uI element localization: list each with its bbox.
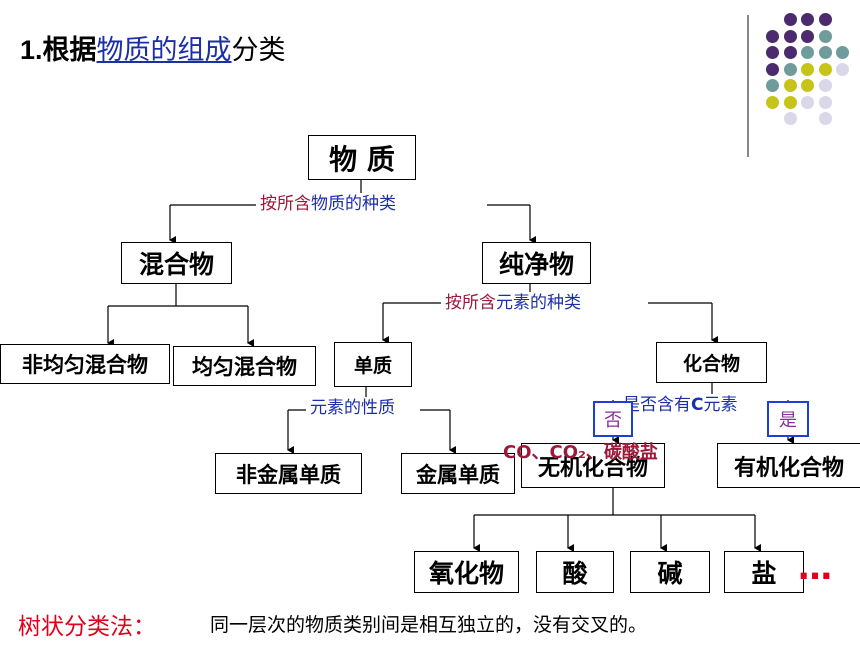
decorative-dot (818, 62, 832, 76)
page-title: 1.根据物质的组成分类 (20, 28, 286, 67)
decorative-dot (783, 79, 797, 92)
node-pure-substance: 纯净物 (482, 242, 591, 284)
criterion-by-substance-kind: 按所含物质的种类 (256, 193, 400, 215)
exception-note-label: CO、CO₂、碳酸盐 (503, 442, 658, 463)
node-inorganic-compound: 无机化合物 (521, 443, 665, 488)
title-link[interactable]: 物质的组成 (96, 35, 232, 65)
node-homogeneous-mixture: 均匀混合物 (173, 346, 316, 386)
criterion-element-property: 元素的性质 (306, 397, 399, 419)
title-prefix: 1.根据 (20, 35, 97, 65)
decorative-dot (818, 46, 832, 59)
criterion-by-element-kind: 按所含元素的种类 (441, 292, 585, 314)
node-nonmetal-element-label: 非金属单质 (236, 462, 341, 487)
footer-method: 树状分类法： (18, 607, 156, 641)
decorative-dot (818, 112, 832, 125)
node-acid: 酸 (536, 551, 614, 593)
decorative-dot (801, 46, 814, 59)
more-categories-ellipsis: … (798, 548, 834, 588)
node-homogeneous-mixture-label: 均匀混合物 (192, 355, 297, 379)
node-mixture: 混合物 (121, 242, 232, 284)
criterion-contains-carbon: 是否含有C元素 (623, 394, 738, 416)
node-nonmetal-element: 非金属单质 (215, 453, 362, 494)
decorative-dot (766, 79, 779, 92)
node-heterogeneous-mixture-label: 非均匀混合物 (22, 353, 148, 377)
decorative-dot (801, 29, 814, 43)
node-salt: 盐 (724, 551, 804, 593)
decorative-dot (783, 13, 797, 26)
more-categories-ellipsis-label: … (798, 548, 834, 588)
node-organic-compound-label: 有机化合物 (733, 455, 844, 481)
decorative-dot (766, 46, 779, 59)
footer-method-label: 树状分类法： (18, 614, 156, 640)
node-acid-label: 酸 (562, 559, 588, 588)
node-metal-element-label: 金属单质 (416, 462, 500, 487)
criterion-element-property-label: 元素的性质 (310, 398, 395, 418)
criterion-by-substance-kind-prefix: 按所含 (260, 194, 311, 214)
criterion-by-element-kind-prefix: 按所含 (445, 293, 496, 313)
decorative-dot (818, 13, 832, 26)
node-element: 单质 (334, 342, 412, 387)
flag-no: 否 (593, 401, 633, 437)
decorative-vertical-rule (747, 15, 749, 157)
decorative-dot (801, 13, 814, 26)
decorative-dot (783, 95, 797, 109)
decorative-dot (818, 29, 832, 43)
node-substance: 物 质 (308, 135, 416, 180)
criterion-contains-carbon-a: 是否含有 (623, 395, 691, 415)
decorative-dot (783, 112, 797, 125)
footer-description: 同一层次的物质类别间是相互独立的，没有交叉的。 (210, 610, 647, 637)
decorative-dot (766, 29, 779, 43)
criterion-by-element-kind-rest: 元素的种类 (496, 293, 581, 313)
criterion-contains-carbon-c: 元素 (703, 395, 738, 415)
node-mixture-label: 混合物 (138, 250, 214, 279)
node-pure-substance-label: 纯净物 (498, 250, 574, 279)
node-substance-label: 物 质 (329, 142, 395, 176)
node-compound-label: 化合物 (682, 353, 740, 375)
decorative-dot (766, 95, 779, 109)
flag-no-label: 否 (604, 410, 622, 431)
criterion-by-substance-kind-rest: 物质的种类 (311, 194, 396, 214)
node-inorganic-compound-label: 无机化合物 (537, 455, 648, 481)
node-element-label: 单质 (353, 355, 392, 377)
decorative-dot (783, 46, 797, 59)
decorative-dot (801, 95, 814, 109)
footer-description-label: 同一层次的物质类别间是相互独立的，没有交叉的。 (210, 614, 648, 636)
decorative-dot (836, 46, 849, 59)
node-compound: 化合物 (656, 342, 767, 383)
decorative-dot (766, 62, 779, 76)
node-salt-label: 盐 (751, 559, 777, 588)
flag-yes: 是 (767, 401, 809, 437)
decorative-dot (818, 95, 832, 109)
exception-note: CO、CO₂、碳酸盐 (503, 438, 658, 464)
flag-yes-label: 是 (779, 410, 797, 431)
node-organic-compound: 有机化合物 (717, 443, 860, 488)
title-suffix: 分类 (231, 35, 286, 65)
decorative-dot (836, 62, 849, 76)
decorative-dot (783, 29, 797, 43)
decorative-dot (783, 62, 797, 76)
criterion-contains-carbon-b: C (691, 395, 704, 415)
node-base: 碱 (630, 551, 710, 593)
decorative-dot (801, 79, 814, 92)
node-base-label: 碱 (657, 559, 683, 588)
node-heterogeneous-mixture: 非均匀混合物 (0, 344, 170, 384)
node-oxide: 氧化物 (414, 551, 519, 593)
decorative-dot-grid (0, 0, 860, 160)
node-oxide-label: 氧化物 (428, 559, 504, 588)
decorative-dot (801, 62, 814, 76)
decorative-dot (818, 79, 832, 92)
node-metal-element: 金属单质 (401, 453, 515, 494)
